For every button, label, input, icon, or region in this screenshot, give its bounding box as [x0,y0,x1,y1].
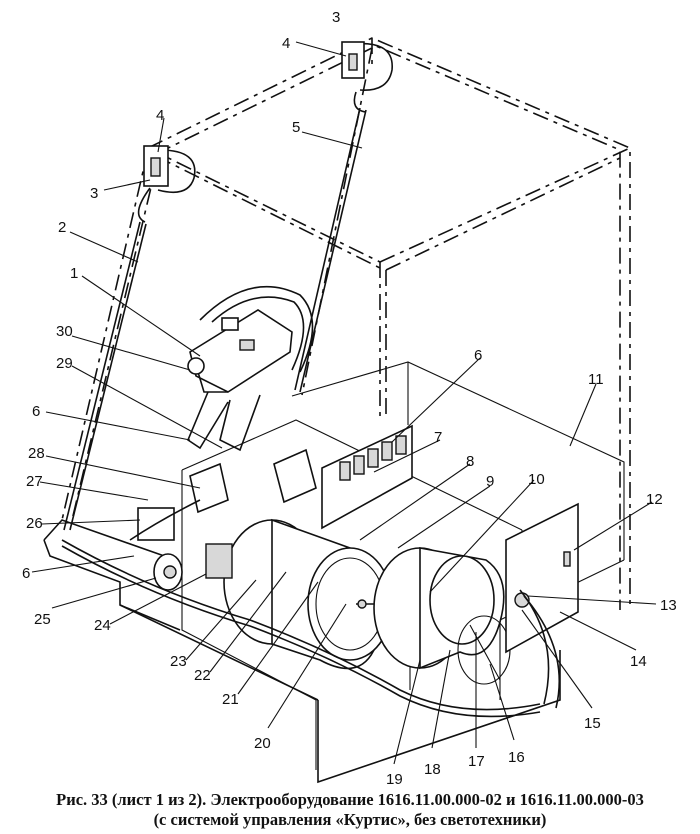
callout-13: 13 [660,597,677,614]
lamp-left [137,145,196,223]
callout-30: 30 [56,323,73,340]
callout-6-left: 6 [32,403,40,420]
callout-2: 2 [58,219,66,236]
contactor-panel [321,424,413,530]
callout-26: 26 [26,515,43,532]
callout-1: 1 [70,265,78,282]
steering-column [187,285,314,452]
callout-16: 16 [508,749,525,766]
callout-27: 27 [26,473,43,490]
callout-18: 18 [424,761,441,778]
figure-caption-line1: Рис. 33 (лист 1 из 2). Электрооборудован… [56,790,644,809]
figure-caption-line2: (с системой управления «Куртис», без све… [153,810,547,829]
callout-23: 23 [170,653,187,670]
callout-6-top: 6 [474,347,482,364]
relay-box [189,448,317,514]
callout-9: 9 [486,473,494,490]
callout-3-top: 3 [332,9,340,26]
callout-29: 29 [56,355,73,372]
chassis-base [43,519,561,784]
callout-15: 15 [584,715,601,732]
callout-4-top: 4 [282,35,290,52]
callout-25: 25 [34,611,51,628]
callout-22: 22 [194,667,211,684]
callout-11: 11 [588,371,604,388]
traction-motor [373,547,511,685]
callout-4-left: 4 [156,107,164,124]
callout-17: 17 [468,753,485,770]
callout-24: 24 [94,617,111,634]
callout-7: 7 [434,429,442,446]
lamp-top [341,41,393,113]
callout-12: 12 [646,491,663,508]
callout-labels: 3 4 4 3 5 2 1 30 29 6 28 27 26 6 25 24 2… [22,9,677,788]
callout-3-left: 3 [90,185,98,202]
callout-5: 5 [292,119,300,136]
callout-10: 10 [528,471,545,488]
controller-panel [505,502,579,654]
callout-21: 21 [222,691,239,708]
callout-19: 19 [386,771,403,788]
callout-6-bottom: 6 [22,565,30,582]
callout-20: 20 [254,735,271,752]
pump-motor [223,518,393,670]
callout-14: 14 [630,653,647,670]
leader-lines [31,41,657,765]
callout-28: 28 [28,445,45,462]
left-components [129,499,233,591]
callout-8: 8 [466,453,474,470]
